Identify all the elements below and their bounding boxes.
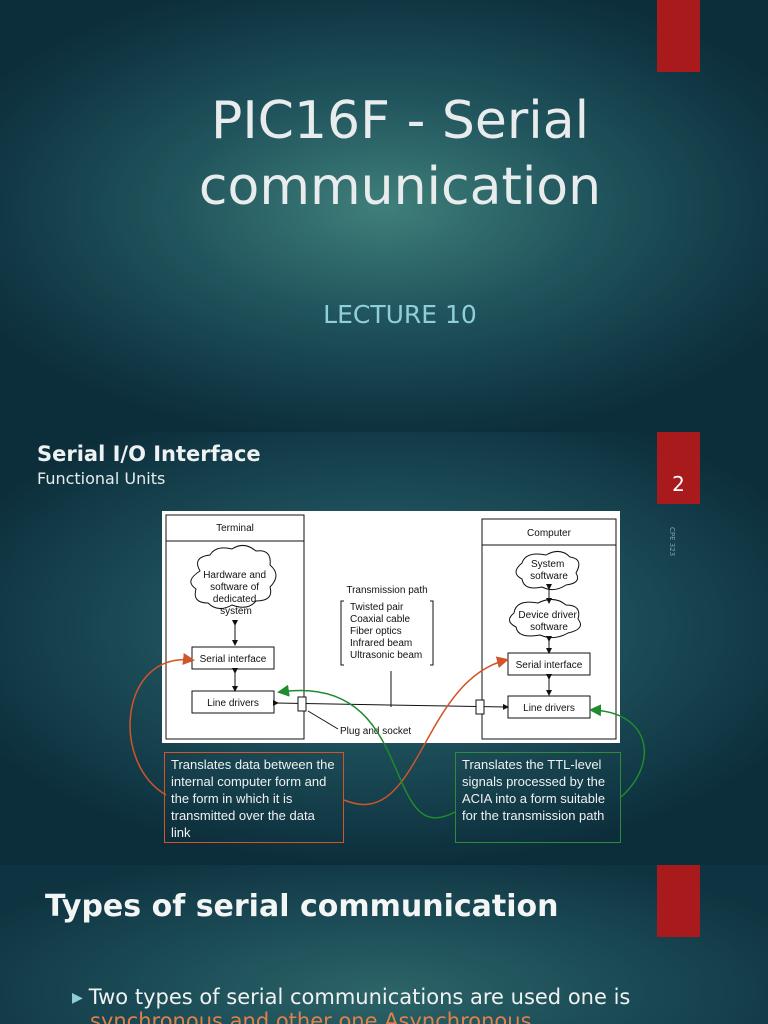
transmission-path-list: Twisted pair Coaxial cable Fiber optics … (350, 602, 422, 661)
accent-bar (657, 0, 700, 72)
lecture-subtitle: LECTURE 10 (323, 300, 477, 329)
content-slide-types: Types of serial communication ▶ Two types… (0, 865, 768, 1024)
computer-serial-interface: Serial interface (516, 660, 583, 671)
title-line-1: PIC16F - Serial (210, 91, 590, 151)
slide-title: Types of serial communication (45, 889, 559, 924)
diagram-svg: Terminal Hardware and software of dedica… (165, 514, 617, 740)
plug-socket-label: Plug and socket (340, 726, 411, 737)
line-drivers-callout: Translates data between the internal com… (164, 752, 344, 843)
left-green-arrow (277, 684, 456, 819)
page-number-bar (657, 432, 700, 504)
terminal-header: Terminal (216, 523, 254, 534)
left-orange-arrow (129, 653, 195, 796)
computer-header: Computer (527, 528, 572, 539)
title-line-2: communication (198, 157, 602, 217)
socket-icon (475, 699, 485, 715)
slide-title: PIC16F - Serial communication (120, 88, 680, 220)
right-orange-arrow (343, 656, 509, 806)
serial-interface-callout: Translates the TTL-level signals process… (455, 752, 621, 843)
bullet-text-continued: synchronous and other one Asynchronous (90, 1009, 532, 1024)
system-software-cloud-icon (515, 551, 580, 591)
page-number: 2 (672, 472, 685, 496)
system-software-text: System software (530, 559, 568, 582)
bullet-triangle-icon: ▶ (72, 990, 83, 1006)
slide-subtitle: Functional Units (37, 469, 166, 488)
computer-line-drivers: Line drivers (523, 703, 575, 714)
terminal-box (165, 514, 305, 740)
title-slide: PIC16F - Serial communication LECTURE 10 (0, 0, 768, 432)
computer-box (481, 518, 617, 740)
device-driver-text: Device driver software (518, 610, 579, 633)
right-green-arrow (589, 704, 646, 798)
terminal-serial-interface: Serial interface (200, 654, 267, 665)
bullet-item: ▶ Two types of serial communications are … (72, 985, 631, 1024)
slide-title: Serial I/O Interface (37, 442, 261, 466)
content-slide-serial-io: 2 CPE 323 Serial I/O Interface Functiona… (0, 432, 768, 865)
device-driver-cloud-icon (509, 599, 581, 639)
terminal-cloud-icon (190, 545, 277, 609)
serial-interface-diagram: Terminal Hardware and software of dedica… (162, 511, 620, 743)
terminal-cloud-text: Hardware and software of dedicated syste… (203, 570, 269, 617)
accent-bar (657, 865, 700, 937)
transmission-path-title: Transmission path (346, 585, 427, 596)
plug-icon (297, 696, 307, 712)
annotation-arrows (129, 653, 646, 819)
terminal-line-drivers: Line drivers (207, 698, 259, 709)
bullet-text: Two types of serial communications are u… (88, 985, 631, 1009)
